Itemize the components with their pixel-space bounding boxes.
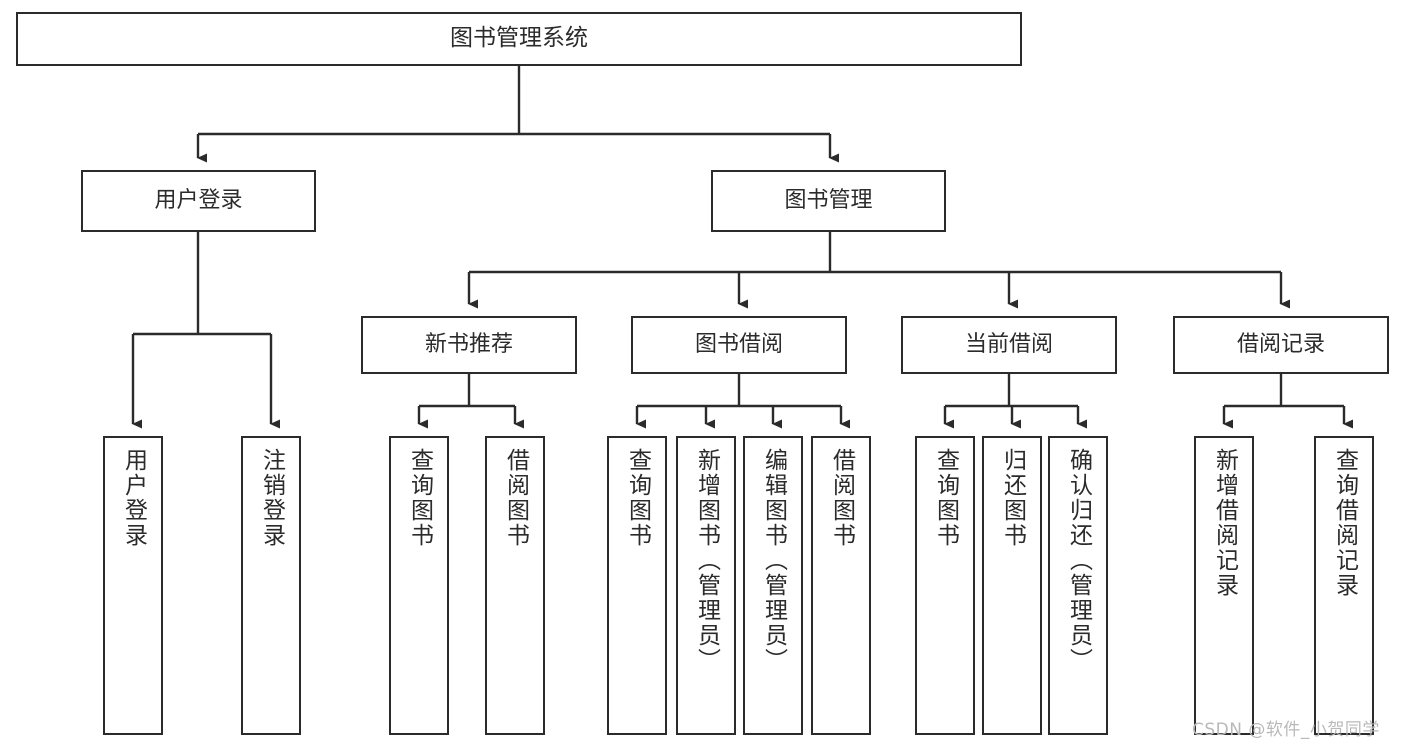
leaf-book-borrow-1[interactable]: 查询图书 [607,436,667,735]
node-book-borrow[interactable]: 图书借阅 [631,316,847,374]
leaf-borrow-record-2[interactable]: 查询借阅记录 [1314,436,1374,735]
node-label: 查询借阅记录 [1331,448,1358,598]
leaf-current-borrow-1[interactable]: 查询图书 [915,436,975,735]
watermark-text: CSDN @软件_小贺同学 [1192,720,1380,740]
node-label: 借阅图书 [502,448,529,548]
node-label: 新增借阅记录 [1211,448,1238,598]
node-label: 借阅图书 [828,448,855,548]
node-root-system[interactable]: 图书管理系统 [16,12,1022,66]
node-current-borrow[interactable]: 当前借阅 [901,316,1117,374]
node-label: 查询图书 [932,448,959,548]
node-label: 确认归还（管理员） [1065,448,1092,673]
node-label: 查询图书 [624,448,651,548]
node-borrow-record[interactable]: 借阅记录 [1173,316,1389,374]
node-label: 新增图书（管理员） [693,448,720,673]
node-label: 当前借阅 [964,332,1053,358]
node-label: 新书推荐 [424,332,513,358]
leaf-current-borrow-3[interactable]: 确认归还（管理员） [1048,436,1108,735]
node-label: 编辑图书（管理员） [760,448,787,673]
node-user-login[interactable]: 用户登录 [81,170,316,232]
node-label: 图书管理系统 [450,25,588,52]
leaf-book-borrow-2[interactable]: 新增图书（管理员） [676,436,736,735]
leaf-user-login-1[interactable]: 用户登录 [103,436,163,735]
leaf-book-borrow-4[interactable]: 借阅图书 [811,436,871,735]
node-label: 归还图书 [999,448,1026,548]
node-label: 图书借阅 [694,332,783,358]
node-label: 用户登录 [154,188,243,214]
node-label: 查询图书 [406,448,433,548]
leaf-new-book-1[interactable]: 查询图书 [389,436,449,735]
node-label: 图书管理 [784,188,873,214]
leaf-new-book-2[interactable]: 借阅图书 [485,436,545,735]
node-label: 注销登录 [258,448,285,548]
node-label: 用户登录 [120,448,147,548]
leaf-user-login-2[interactable]: 注销登录 [241,436,301,735]
node-book-management[interactable]: 图书管理 [711,170,946,232]
node-new-book-recommend[interactable]: 新书推荐 [361,316,577,374]
leaf-borrow-record-1[interactable]: 新增借阅记录 [1194,436,1254,735]
leaf-current-borrow-2[interactable]: 归还图书 [982,436,1042,735]
node-label: 借阅记录 [1236,332,1325,358]
leaf-book-borrow-3[interactable]: 编辑图书（管理员） [743,436,803,735]
